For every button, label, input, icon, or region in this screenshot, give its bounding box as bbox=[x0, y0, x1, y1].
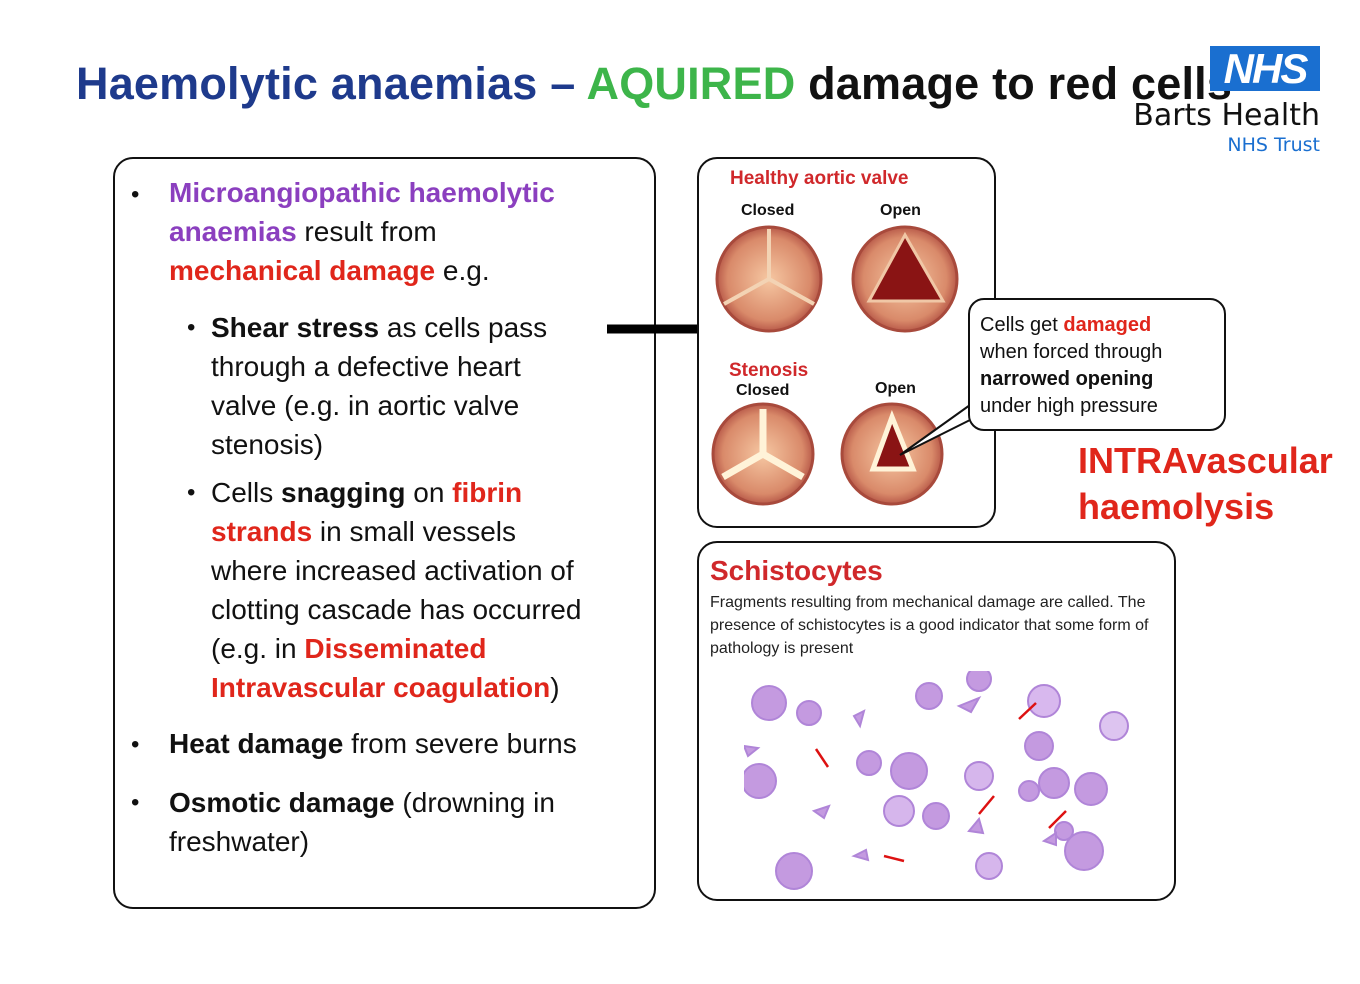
bullet-shear-stress: Shear stress as cells pass through a defe… bbox=[211, 308, 547, 464]
label-closed: Closed bbox=[741, 202, 795, 219]
healthy-valve-heading: Healthy aortic valve bbox=[730, 168, 909, 189]
org-name: Barts Health bbox=[1133, 98, 1320, 133]
bullet-icon: • bbox=[187, 479, 196, 506]
text-span: e.g. bbox=[435, 255, 490, 286]
text-span: Cells get damaged when forced through narr… bbox=[980, 312, 1162, 420]
text-span: ) bbox=[550, 672, 560, 703]
text-span: valve (e.g. in aortic valve bbox=[211, 390, 520, 421]
text-span: where increased activation of bbox=[211, 555, 574, 586]
schistocytes-heading: Schistocytes bbox=[710, 555, 883, 586]
text-span: clotting cascade has occurred bbox=[211, 594, 582, 625]
text-span: fibrin bbox=[452, 477, 523, 508]
text-span: as cells pass bbox=[379, 312, 548, 343]
intravascular-label: INTRAvascular haemolysis bbox=[1078, 438, 1333, 530]
text-span: haemolysis bbox=[1078, 486, 1275, 527]
org-trust: NHS Trust bbox=[1227, 134, 1320, 156]
aortic-valve-panel: Healthy aortic valve Closed Open Stenosi… bbox=[697, 157, 996, 528]
callout-pointer bbox=[899, 404, 971, 456]
bullet-heat: Heat damage from severe burns bbox=[169, 724, 577, 763]
blood-smear-image bbox=[744, 671, 1129, 890]
text-span: narrowed opening bbox=[980, 368, 1154, 390]
healthy-closed-valve-icon bbox=[715, 225, 823, 333]
text-span: strands bbox=[211, 516, 313, 547]
text-span: (e.g. in bbox=[211, 633, 305, 664]
valve-illustrations bbox=[711, 225, 959, 506]
text-span: when forced through bbox=[980, 341, 1163, 363]
text-span: through a defective heart bbox=[211, 351, 521, 382]
bullet-microangiopathic: Microangiopathic haemolytic anaemias resu… bbox=[169, 173, 555, 290]
text-span: Osmotic damage bbox=[169, 787, 395, 818]
bullet-osmotic: Osmotic damage (drowning in freshwater) bbox=[169, 783, 555, 861]
stenosis-closed-valve-icon bbox=[711, 402, 815, 506]
bullet-icon: • bbox=[187, 314, 196, 341]
red-arrow-icons bbox=[814, 702, 1067, 863]
text-span: in small vessels bbox=[312, 516, 516, 547]
bullet-icon: • bbox=[131, 789, 140, 816]
causes-box: • Microangiopathic haemolytic anaemias re… bbox=[113, 157, 656, 909]
text-span: snagging bbox=[281, 477, 406, 508]
nhs-logo: NHS bbox=[1210, 46, 1320, 91]
healthy-open-valve-icon bbox=[851, 225, 959, 333]
bullet-icon: • bbox=[131, 181, 140, 208]
title-part: damage to red cells bbox=[795, 58, 1233, 109]
stenosis-open-valve-icon bbox=[840, 402, 944, 506]
text-span: freshwater) bbox=[169, 826, 310, 857]
text-span: Intravascular coagulation bbox=[211, 672, 551, 703]
text-span: result from bbox=[296, 216, 437, 247]
title-part: Haemolytic anaemias – bbox=[76, 58, 587, 109]
text-span: Disseminated bbox=[304, 633, 487, 664]
text-span: Shear stress bbox=[211, 312, 380, 343]
damage-callout: Cells get damaged when forced through narr… bbox=[968, 298, 1226, 431]
text-span: on bbox=[405, 477, 453, 508]
label-closed: Closed bbox=[736, 382, 790, 399]
text-span: stenosis) bbox=[211, 429, 324, 460]
schistocytes-panel: Schistocytes Fragments resulting from me… bbox=[697, 541, 1176, 901]
label-open: Open bbox=[880, 202, 921, 219]
stenosis-heading: Stenosis bbox=[729, 360, 809, 381]
schistocytes-description: Fragments resulting from mechanical dama… bbox=[710, 594, 1149, 657]
text-span: Cells get bbox=[980, 314, 1064, 336]
text-span: from severe burns bbox=[343, 728, 577, 759]
text-span: INTRAvascular bbox=[1078, 440, 1333, 481]
text-span: damaged bbox=[1063, 314, 1152, 336]
text-span: (drowning in bbox=[394, 787, 555, 818]
text-span: mechanical damage bbox=[169, 255, 436, 286]
text-span: Microangiopathic haemolytic bbox=[169, 177, 555, 208]
text-span: Heat damage bbox=[169, 728, 344, 759]
text-span: anaemias bbox=[169, 216, 297, 247]
bullet-snagging: Cells snagging on fibrin strands in small… bbox=[211, 473, 581, 707]
slide-title: Haemolytic anaemias – AQUIRED damage to … bbox=[76, 58, 1232, 110]
text-span: Cells bbox=[211, 477, 282, 508]
label-open: Open bbox=[875, 380, 916, 397]
bullet-icon: • bbox=[131, 731, 140, 758]
text-span: under high pressure bbox=[980, 395, 1158, 417]
title-highlight: AQUIRED bbox=[586, 58, 796, 109]
